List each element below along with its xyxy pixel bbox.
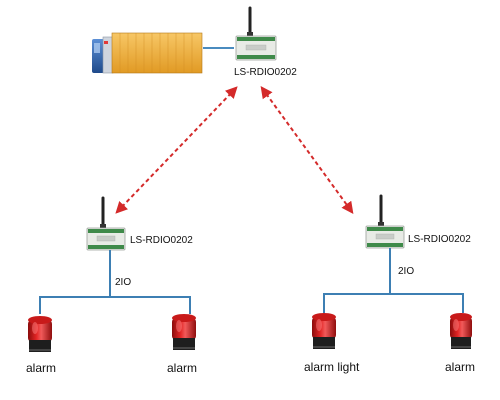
right-bus-label: 2IO (398, 266, 414, 277)
truck-icon (92, 32, 203, 74)
left-device-label: LS-RDIO0202 (130, 235, 193, 246)
alarm-beacon-icon (450, 313, 472, 349)
alarm-beacon-icon (312, 313, 336, 349)
alarm-label-left-2: alarm (167, 361, 197, 375)
wireless-link-right (260, 86, 354, 214)
io-module-left (86, 196, 126, 251)
top-device-label: LS-RDIO0202 (234, 67, 297, 78)
left-bus (39, 250, 191, 314)
right-bus (323, 248, 464, 313)
antenna-icon (100, 196, 106, 230)
alarm-label-right-1: alarm light (304, 360, 360, 374)
wireless-link-left (115, 86, 238, 214)
io-module-top (235, 6, 277, 61)
antenna-icon (378, 194, 384, 228)
antenna-icon (247, 6, 253, 38)
alarm-beacon-icon (28, 316, 52, 352)
alarm-label-right-2: alarm (445, 360, 475, 374)
left-bus-label: 2IO (115, 277, 131, 288)
io-module-right (365, 194, 405, 249)
alarm-label-left-1: alarm (26, 361, 56, 375)
alarm-beacon-icon (172, 314, 196, 350)
right-device-label: LS-RDIO0202 (408, 234, 471, 245)
